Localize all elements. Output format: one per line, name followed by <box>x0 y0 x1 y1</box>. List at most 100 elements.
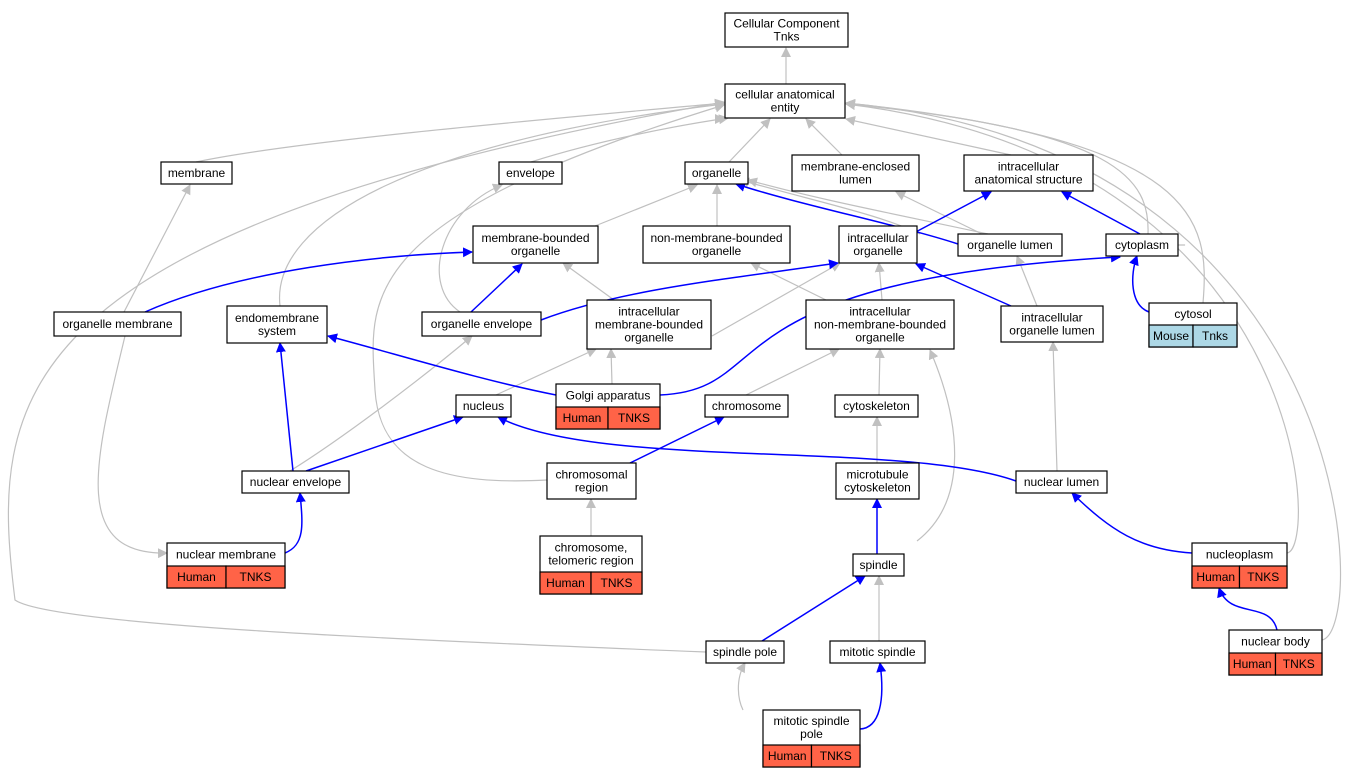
node-label: nucleoplasm <box>1206 548 1273 562</box>
annotation-edge-52 <box>497 416 1017 482</box>
is-a-edge-17 <box>711 262 841 337</box>
node-box <box>963 154 1094 192</box>
is-a-edge-4 <box>728 118 771 163</box>
annotation-edge-54 <box>761 575 866 642</box>
node-label: cytoskeleton <box>844 481 911 495</box>
node-box <box>1105 233 1179 257</box>
node-label: nuclear membrane <box>176 548 276 562</box>
is-a-edge-24 <box>1048 341 1059 472</box>
annotation-edge-46 <box>1129 255 1150 313</box>
edge-layer <box>7 47 1342 730</box>
annotation-edge-55 <box>1071 492 1193 554</box>
node-label: envelope <box>506 166 555 180</box>
gene-badge: TNKS <box>239 570 271 584</box>
node-ol[interactable]: organelle lumen <box>957 233 1063 257</box>
node-nucleus[interactable]: nucleus <box>455 394 512 418</box>
annotation-edge-45 <box>915 263 1012 307</box>
annotation-edge-56 <box>1217 587 1278 631</box>
node-ms[interactable]: mitotic spindle <box>829 640 926 664</box>
node-label: region <box>575 481 608 495</box>
node-inmbo[interactable]: intracellularnon-membrane-boundedorganel… <box>805 299 955 350</box>
badge-cell <box>1192 324 1238 348</box>
node-label: chromosome, <box>555 541 628 555</box>
node-chromosome[interactable]: chromosome <box>704 394 789 418</box>
badge-cell <box>607 406 661 430</box>
is-a-edge-13 <box>747 177 989 235</box>
node-box <box>834 394 919 418</box>
annotation-edge-50 <box>305 415 464 472</box>
node-box <box>160 161 233 185</box>
node-box <box>957 233 1063 257</box>
is-a-edge-34 <box>845 99 1149 235</box>
node-box <box>829 640 926 664</box>
node-envelope[interactable]: envelope <box>498 161 563 185</box>
badge-cell <box>1274 652 1323 676</box>
gene-badge: TNKS <box>820 749 852 763</box>
node-label: organelle lumen <box>1009 324 1094 338</box>
node-oe[interactable]: organelle envelope <box>421 311 542 337</box>
node-label: Tnks <box>773 30 799 44</box>
node-ne[interactable]: nuclear envelope <box>241 470 350 494</box>
is-a-edge-31 <box>97 335 168 559</box>
annotation-edge-42 <box>911 191 992 235</box>
node-membrane[interactable]: membrane <box>160 161 233 185</box>
node-cytoplasm[interactable]: cytoplasm <box>1105 233 1179 257</box>
is-a-edge-27 <box>438 183 503 313</box>
species-badge: Human <box>768 749 807 763</box>
badge-cell <box>225 565 286 589</box>
node-label: organelle <box>511 244 561 258</box>
node-sp[interactable]: spindle pole <box>705 640 785 664</box>
is-a-edge-20 <box>745 348 840 396</box>
species-badge: Human <box>563 411 602 425</box>
node-box <box>704 394 789 418</box>
node-label: pole <box>800 727 823 741</box>
node-label: anatomical structure <box>974 173 1082 187</box>
node-label: membrane-bounded <box>595 318 703 332</box>
is-a-edge-7 <box>123 184 191 313</box>
node-organelle[interactable]: organelle <box>684 161 749 185</box>
annotation-edge-40 <box>470 263 523 313</box>
node-label: intracellular <box>1021 311 1082 325</box>
is-a-edge-26 <box>736 662 746 711</box>
node-label: endomembrane <box>235 311 319 325</box>
node-label: organelle <box>624 331 674 345</box>
node-cytoskeleton[interactable]: cytoskeleton <box>834 394 919 418</box>
node-label: mitotic spindle <box>773 714 849 728</box>
node-box <box>241 470 350 494</box>
node-box <box>472 225 599 264</box>
node-label: chromosomal <box>555 468 627 482</box>
node-label: organelle envelope <box>431 317 533 331</box>
node-spindle[interactable]: spindle <box>852 553 905 577</box>
is-a-edge-18 <box>495 348 597 396</box>
node-label: telomeric region <box>548 554 633 568</box>
is-a-edge-33 <box>845 98 1205 304</box>
node-nl[interactable]: nuclear lumen <box>1015 470 1108 494</box>
node-label: nuclear body <box>1241 635 1310 649</box>
is-a-edge-15 <box>750 262 827 301</box>
is-a-edge-30 <box>278 100 725 307</box>
is-a-edge-14 <box>874 262 885 301</box>
node-om[interactable]: organelle membrane <box>53 311 182 337</box>
is-a-edge-9 <box>594 183 698 227</box>
node-label: cellular anatomical <box>735 88 834 102</box>
gene-badge: TNKS <box>1247 570 1279 584</box>
